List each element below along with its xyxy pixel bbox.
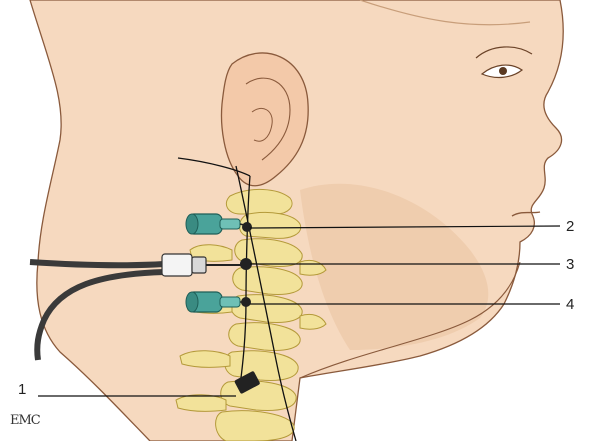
- electrode-point-lower: [241, 297, 251, 307]
- electrode-point-upper: [242, 222, 252, 232]
- label-2: 2: [566, 218, 574, 235]
- label-4: 4: [566, 296, 574, 313]
- label-3: 3: [566, 256, 574, 273]
- label-1: 1: [18, 381, 26, 398]
- emc-logo: EMC: [10, 413, 41, 428]
